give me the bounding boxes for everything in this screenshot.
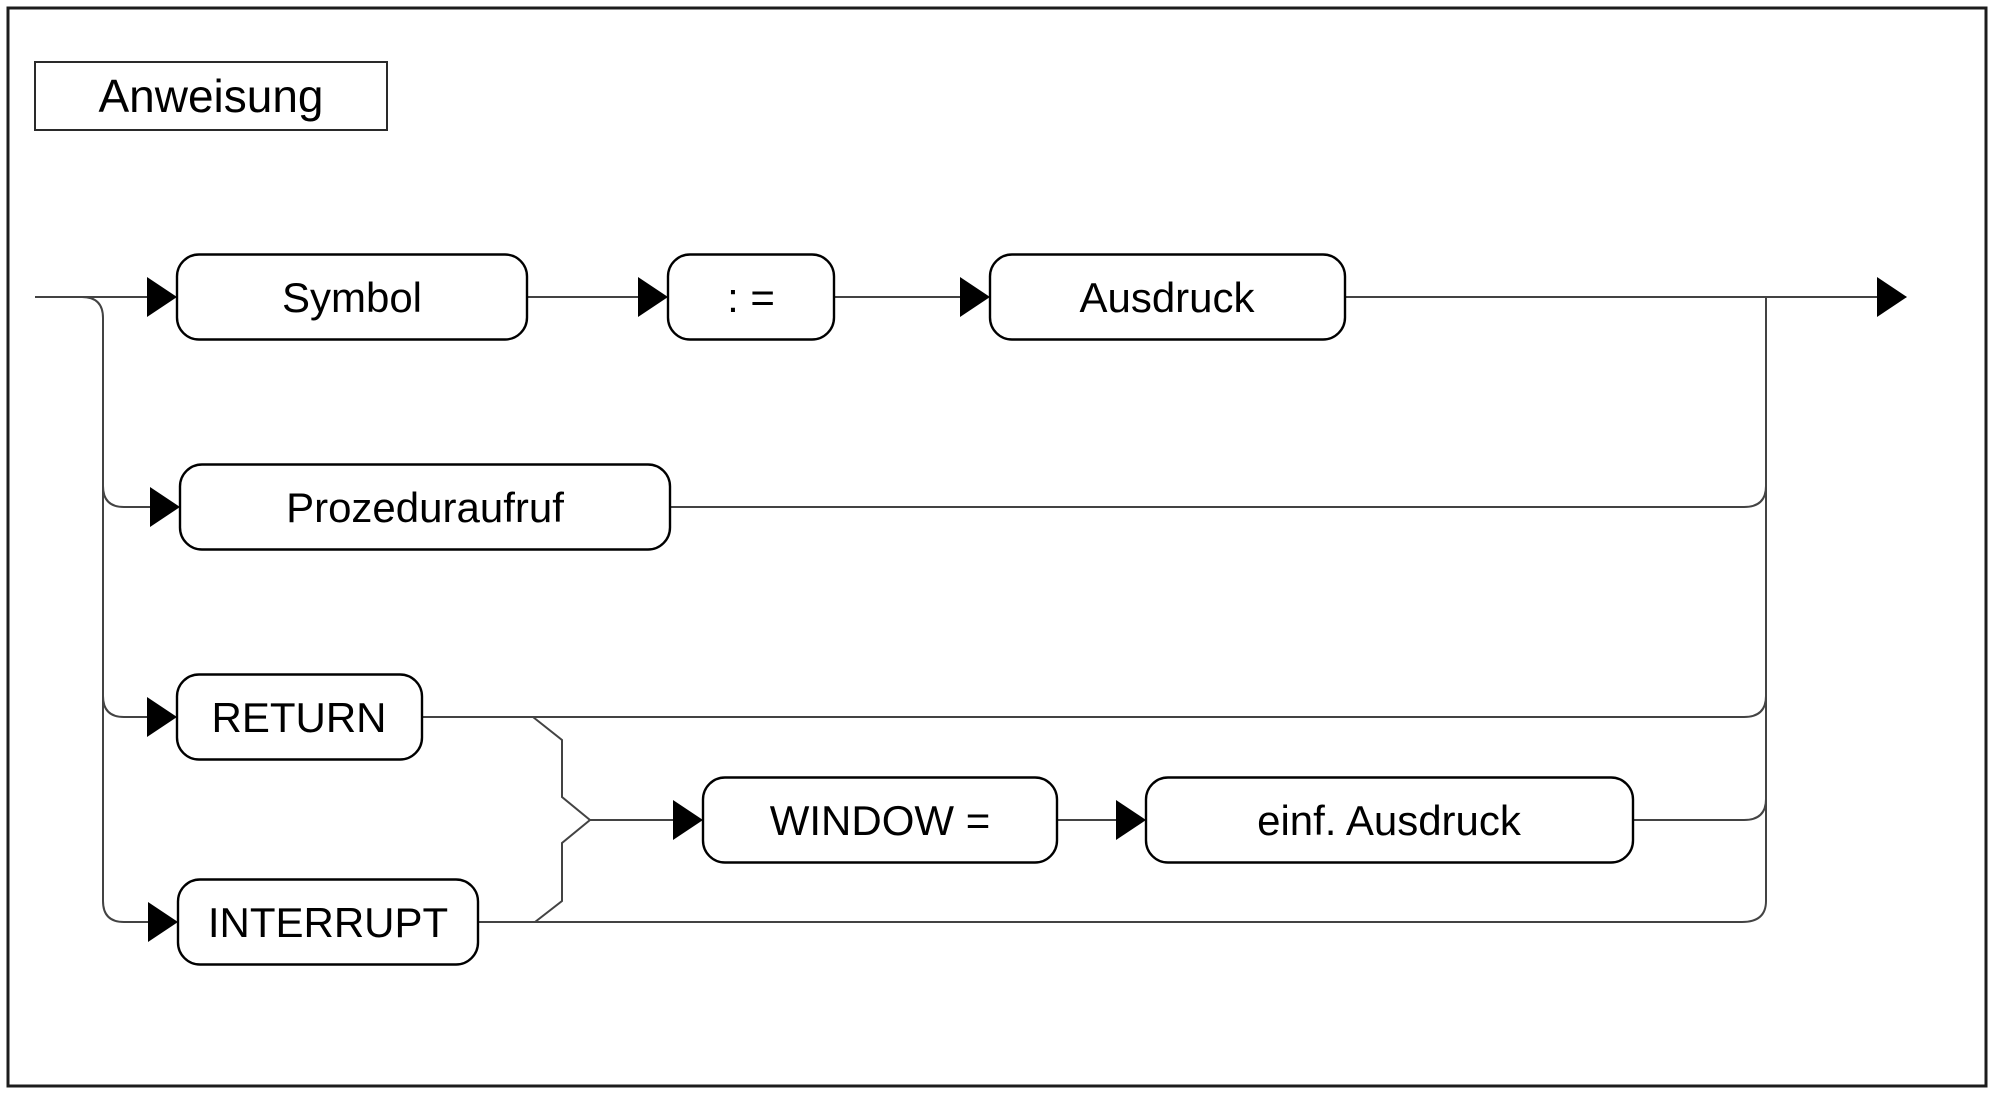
arrow-icon-final [1877,277,1907,317]
rail-branch-to-interrupt [102,900,148,923]
node-einf-ausdruck-label: einf. Ausdruck [1257,797,1522,844]
arrow-icon-prozeduraufruf [150,487,180,527]
node-ausdruck-border [988,253,1347,341]
arrow-icon-einf-ausdruck [1116,800,1146,840]
diagram-frame [6,6,1988,1088]
arrow-icon-return [147,697,177,737]
rail-branch-to-return [102,695,147,718]
node-einf-ausdruck: einf. Ausdruck [1144,776,1635,864]
rail-collector-arc-mid [1743,798,1767,821]
rail-collector-arc-row2 [1743,485,1767,508]
node-assign-op: : = [666,253,836,341]
title-border [34,61,388,131]
rail-merge-from-return [532,716,591,821]
node-return-label: RETURN [212,694,387,741]
rail-merge-from-interrupt [534,819,591,923]
node-symbol-border [175,253,529,341]
rail-collector-arc-row4 [1741,900,1767,923]
node-symbol-label: Symbol [282,274,422,321]
node-prozeduraufruf-label: Prozeduraufruf [286,484,564,531]
node-interrupt: INTERRUPT [176,878,480,966]
node-prozeduraufruf-border [178,463,672,551]
diagram-title-box: Anweisung [34,61,388,131]
node-window-eq-border [701,776,1059,864]
node-ausdruck-label: Ausdruck [1079,274,1255,321]
node-einf-ausdruck-border [1144,776,1635,864]
node-interrupt-label: INTERRUPT [208,899,448,946]
node-assign-op-border [666,253,836,341]
arrows [147,277,1907,942]
arrow-icon-assign [638,277,668,317]
node-symbol: Symbol [175,253,529,341]
node-prozeduraufruf: Prozeduraufruf [178,463,672,551]
node-assign-op-label: : = [727,274,775,321]
node-window-eq: WINDOW = [701,776,1059,864]
rail-branch-curve-top [81,296,104,319]
arrow-icon-interrupt [148,902,178,942]
rail-collector-arc-row3 [1743,695,1767,718]
node-ausdruck: Ausdruck [988,253,1347,341]
arrow-icon-ausdruck [960,277,990,317]
page-title: Anweisung [98,70,323,122]
node-return: RETURN [175,673,424,761]
arrow-icon-window [673,800,703,840]
node-interrupt-border [176,878,480,966]
node-window-eq-label: WINDOW = [770,797,990,844]
node-return-border [175,673,424,761]
arrow-icon-symbol [147,277,177,317]
rails [35,296,1877,923]
rail-branch-to-prozeduraufruf [102,485,150,508]
